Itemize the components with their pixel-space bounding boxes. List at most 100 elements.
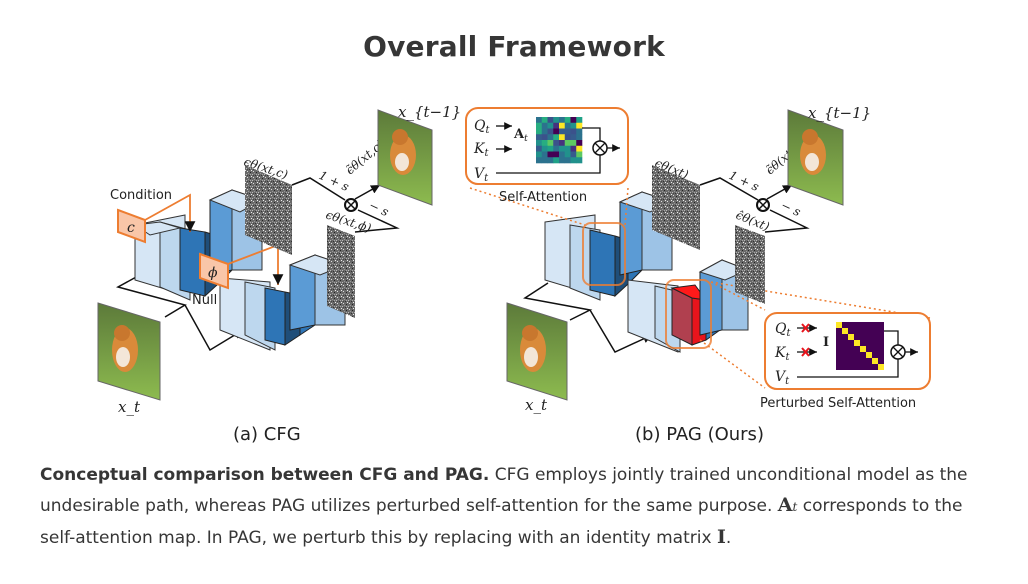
cfg-neg-path bbox=[354, 209, 400, 233]
cfg-output-arrow bbox=[354, 184, 381, 200]
svg-text:Kt: Kt bbox=[473, 141, 489, 159]
page-title: Overall Framework bbox=[363, 30, 665, 63]
heatmap-cell bbox=[541, 145, 548, 152]
caption-bold-lead: Conceptual comparison between CFG and PA… bbox=[40, 465, 490, 485]
sa-map-label: A bbox=[513, 127, 525, 142]
heatmap-cell bbox=[559, 134, 566, 141]
svg-text:Qt: Qt bbox=[775, 321, 791, 339]
heatmap-cell bbox=[576, 117, 583, 124]
heatmap-cell bbox=[564, 128, 571, 135]
figure-caption: Conceptual comparison between CFG and PA… bbox=[40, 460, 985, 553]
heatmap-cell bbox=[547, 117, 554, 124]
heatmap-cell bbox=[547, 145, 554, 152]
heatmap-cell bbox=[541, 117, 548, 124]
heatmap-cell bbox=[559, 122, 566, 129]
heatmap-cell bbox=[547, 140, 554, 147]
caption-text-2: corresponds to the self-attention map. I… bbox=[40, 496, 963, 548]
cfg-input-image bbox=[97, 302, 161, 401]
identity-diagonal-cell bbox=[878, 364, 884, 370]
condition-arrow bbox=[144, 193, 196, 232]
heatmap-cell bbox=[576, 134, 583, 141]
blocked-k-icon bbox=[801, 347, 810, 357]
caption-text-3: . bbox=[725, 528, 732, 548]
heatmap-cell bbox=[536, 145, 543, 152]
pag-output-label: x_{t−1} bbox=[808, 104, 871, 122]
pag-input-arrow-top bbox=[523, 282, 593, 321]
heatmap-cell bbox=[576, 122, 583, 129]
heatmap-cell bbox=[541, 128, 548, 135]
heatmap-cell bbox=[570, 157, 577, 164]
heatmap-cell bbox=[564, 117, 571, 124]
heatmap-cell bbox=[541, 151, 548, 158]
pag-noise bbox=[652, 165, 700, 250]
heatmap-cell bbox=[553, 134, 560, 141]
heatmap-cell bbox=[576, 151, 583, 158]
heatmap-cell bbox=[536, 134, 543, 141]
null-token: ϕ bbox=[208, 265, 218, 281]
cfg-subcaption: (a) CFG bbox=[233, 424, 301, 445]
identity-diagonal-cell bbox=[836, 322, 842, 328]
cfg-input-arrow-bottom bbox=[184, 304, 244, 352]
heatmap-cell bbox=[553, 145, 560, 152]
heatmap-cell bbox=[547, 157, 554, 164]
pag-output-image bbox=[787, 109, 844, 206]
heatmap-cell bbox=[559, 151, 566, 158]
heatmap-cell bbox=[564, 140, 571, 147]
cfg-input-arrow-top bbox=[116, 275, 187, 318]
heatmap-cell bbox=[553, 128, 560, 135]
cfg-cond-noise bbox=[245, 165, 292, 255]
identity-diagonal-cell bbox=[854, 340, 860, 346]
heatmap-cell bbox=[553, 157, 560, 164]
heatmap-cell bbox=[570, 122, 577, 129]
caption-math-i: I bbox=[716, 526, 726, 548]
heatmap-cell bbox=[570, 117, 577, 124]
null-label: Null bbox=[192, 293, 217, 308]
psa-k-label: K bbox=[774, 345, 787, 361]
heatmap-cell bbox=[559, 117, 566, 124]
svg-text:At: At bbox=[513, 127, 528, 144]
heatmap-cell bbox=[576, 140, 583, 147]
cfg-weight-pos: 1 + s bbox=[317, 168, 351, 194]
heatmap-cell bbox=[541, 140, 548, 147]
heatmap-cell bbox=[553, 151, 560, 158]
sa-k-label: K bbox=[473, 141, 486, 157]
heatmap-cell bbox=[541, 122, 548, 129]
psa-map-label: I bbox=[823, 335, 829, 350]
heatmap-cell bbox=[564, 134, 571, 141]
heatmap-cell bbox=[547, 134, 554, 141]
heatmap-cell bbox=[559, 145, 566, 152]
heatmap-cell bbox=[536, 140, 543, 147]
caption-math-a-sub: t bbox=[792, 500, 798, 514]
self-attention-inset: Qt Kt Vt At Self-Attention bbox=[465, 107, 629, 205]
pag-input-label: x_t bbox=[525, 396, 548, 414]
heatmap-cell bbox=[559, 140, 566, 147]
blocked-q-icon bbox=[801, 323, 810, 333]
attention-map-heatmap bbox=[536, 117, 583, 164]
heatmap-cell bbox=[576, 128, 583, 135]
heatmap-cell bbox=[553, 140, 560, 147]
heatmap-cell bbox=[559, 128, 566, 135]
pag-unet-perturbed bbox=[627, 259, 750, 353]
heatmap-cell bbox=[547, 122, 554, 129]
heatmap-cell bbox=[564, 157, 571, 164]
framework-figure: x_t c Conditio bbox=[97, 103, 931, 445]
heatmap-cell bbox=[547, 151, 554, 158]
heatmap-cell bbox=[570, 151, 577, 158]
cfg-output-label: x_{t−1} bbox=[398, 103, 461, 121]
pag-subcaption: (b) PAG (Ours) bbox=[635, 424, 764, 445]
heatmap-cell bbox=[570, 134, 577, 141]
heatmap-cell bbox=[553, 122, 560, 129]
cfg-panel: x_t c Conditio bbox=[97, 103, 461, 445]
svg-text:Vt: Vt bbox=[474, 166, 489, 184]
self-attention-title: Self-Attention bbox=[499, 190, 587, 205]
cfg-unet-unconditional bbox=[219, 254, 347, 351]
heatmap-cell bbox=[547, 128, 554, 135]
caption-math-a: A bbox=[777, 494, 793, 516]
heatmap-cell bbox=[541, 134, 548, 141]
pag-input-image bbox=[506, 302, 568, 401]
cfg-input-label: x_t bbox=[118, 398, 141, 416]
svg-text:Kt: Kt bbox=[774, 345, 790, 363]
heatmap-cell bbox=[570, 128, 577, 135]
heatmap-cell bbox=[559, 157, 566, 164]
svg-text:Vt: Vt bbox=[775, 369, 790, 387]
